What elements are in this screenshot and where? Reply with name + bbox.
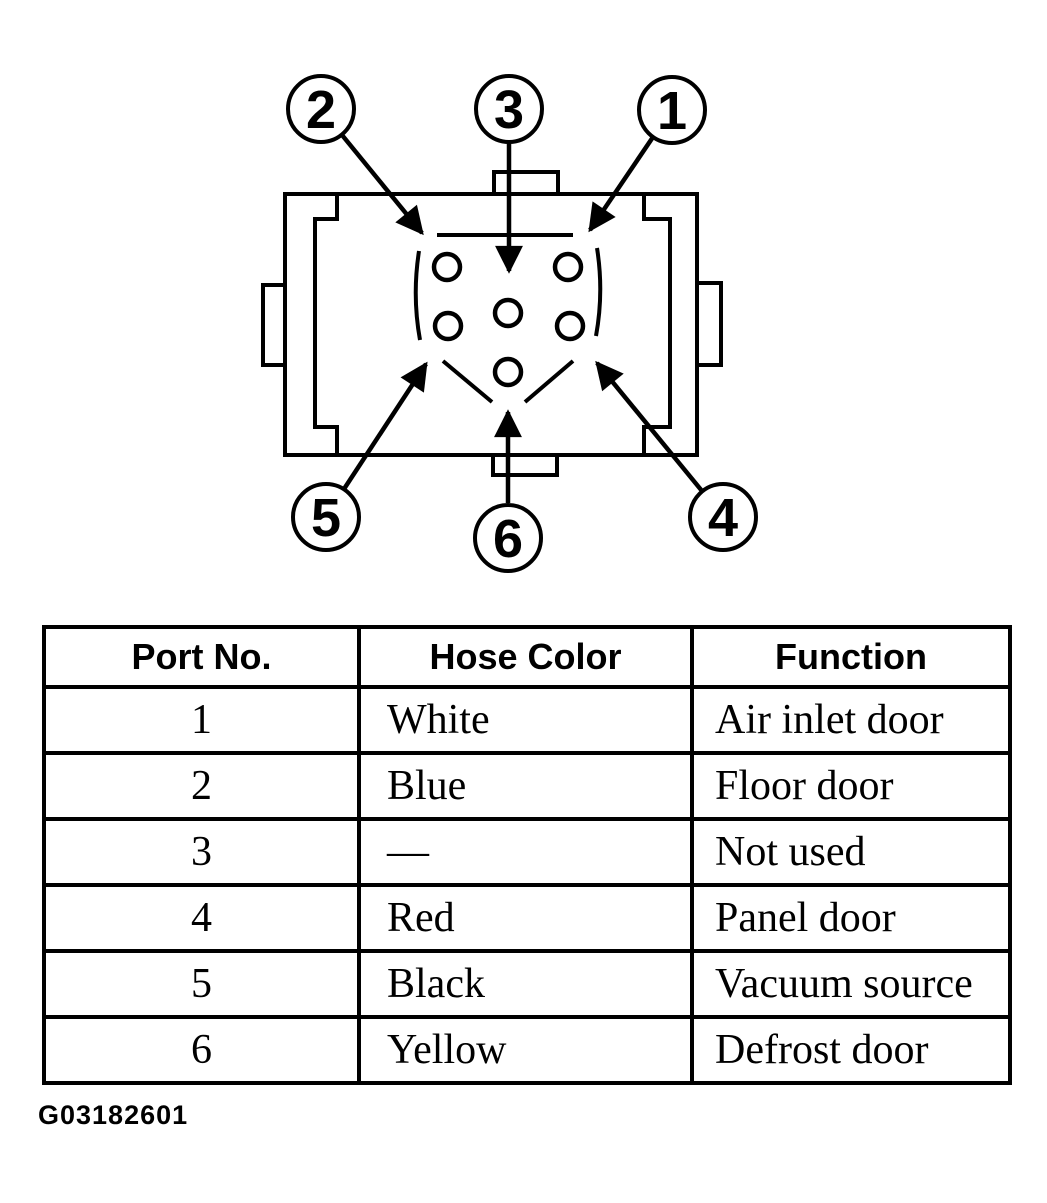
callout-6-label: 6	[493, 509, 523, 569]
function-cell: Air inlet door	[690, 685, 1012, 755]
callout-4-arrow	[595, 360, 704, 493]
port-no-cell: 2	[42, 751, 361, 821]
table-row: 2 Blue Floor door	[42, 751, 1012, 821]
housing-tab-top	[492, 170, 560, 196]
port-no-cell: 6	[42, 1015, 361, 1085]
callout-4-label: 4	[708, 488, 738, 548]
port-no-cell: 3	[42, 817, 361, 887]
port-3-hole	[492, 297, 524, 329]
housing-bracket-left	[413, 250, 422, 341]
callout-4-circle	[688, 482, 758, 552]
hose-color-cell: Blue	[357, 751, 694, 821]
port-5-hole	[432, 310, 464, 342]
hose-color-cell: —	[357, 817, 694, 887]
callout-5-circle	[291, 482, 361, 552]
header-function: Function	[690, 625, 1012, 689]
function-cell: Panel door	[690, 883, 1012, 953]
connector-housing	[261, 170, 723, 477]
hose-color-cell: Yellow	[357, 1015, 694, 1085]
callout-1: 1	[588, 75, 707, 233]
figure-code: G03182601	[38, 1100, 189, 1130]
callout-5-arrow	[342, 361, 428, 491]
housing-tab-bottom	[491, 453, 559, 477]
hose-color-cell: White	[357, 685, 694, 755]
port-6-hole	[492, 356, 524, 388]
callout-5-label: 5	[311, 488, 341, 548]
port-2-hole	[431, 251, 463, 283]
housing-key-line-right	[523, 359, 575, 404]
callout-4: 4	[595, 360, 758, 552]
housing-tab-right	[695, 281, 723, 367]
port-no-cell: 1	[42, 685, 361, 755]
callout-1-label: 1	[657, 81, 687, 141]
port-1-hole	[552, 251, 584, 283]
connector-diagram: 2 3 1 5 6 4	[261, 74, 758, 573]
callout-3-label: 3	[494, 80, 524, 140]
port-no-cell: 4	[42, 883, 361, 953]
port-4-hole	[554, 310, 586, 342]
callout-5: 5	[291, 361, 428, 552]
function-cell: Vacuum source	[690, 949, 1012, 1019]
callout-1-circle	[637, 75, 707, 145]
callout-2: 2	[286, 74, 424, 236]
table-row: 6 Yellow Defrost door	[42, 1015, 1012, 1085]
housing-tab-left	[261, 283, 287, 367]
housing-ear-left	[313, 195, 339, 454]
callout-6-circle	[473, 503, 543, 573]
callout-2-label: 2	[306, 80, 336, 140]
housing-ear-right	[642, 195, 672, 454]
header-hose-color: Hose Color	[357, 625, 694, 689]
function-cell: Defrost door	[690, 1015, 1012, 1085]
header-port-no: Port No.	[42, 625, 361, 689]
table-row: 1 White Air inlet door	[42, 685, 1012, 755]
callout-2-circle	[286, 74, 356, 144]
callout-3-circle	[474, 74, 544, 144]
callout-1-arrow	[588, 135, 655, 233]
callout-3: 3	[474, 74, 544, 274]
table-row: 5 Black Vacuum source	[42, 949, 1012, 1019]
port-no-cell: 5	[42, 949, 361, 1019]
table-row: 4 Red Panel door	[42, 883, 1012, 953]
table-header-row: Port No. Hose Color Function	[42, 625, 1012, 689]
callout-6: 6	[473, 409, 543, 573]
function-cell: Not used	[690, 817, 1012, 887]
callout-2-arrow	[340, 133, 424, 236]
ports	[431, 251, 586, 388]
hose-color-cell: Red	[357, 883, 694, 953]
function-cell: Floor door	[690, 751, 1012, 821]
hose-color-cell: Black	[357, 949, 694, 1019]
table-row: 3 — Not used	[42, 817, 1012, 887]
housing-key-line-left	[441, 359, 494, 404]
port-table: Port No. Hose Color Function 1 White Air…	[42, 625, 1012, 1085]
housing-bracket-right	[594, 247, 603, 337]
